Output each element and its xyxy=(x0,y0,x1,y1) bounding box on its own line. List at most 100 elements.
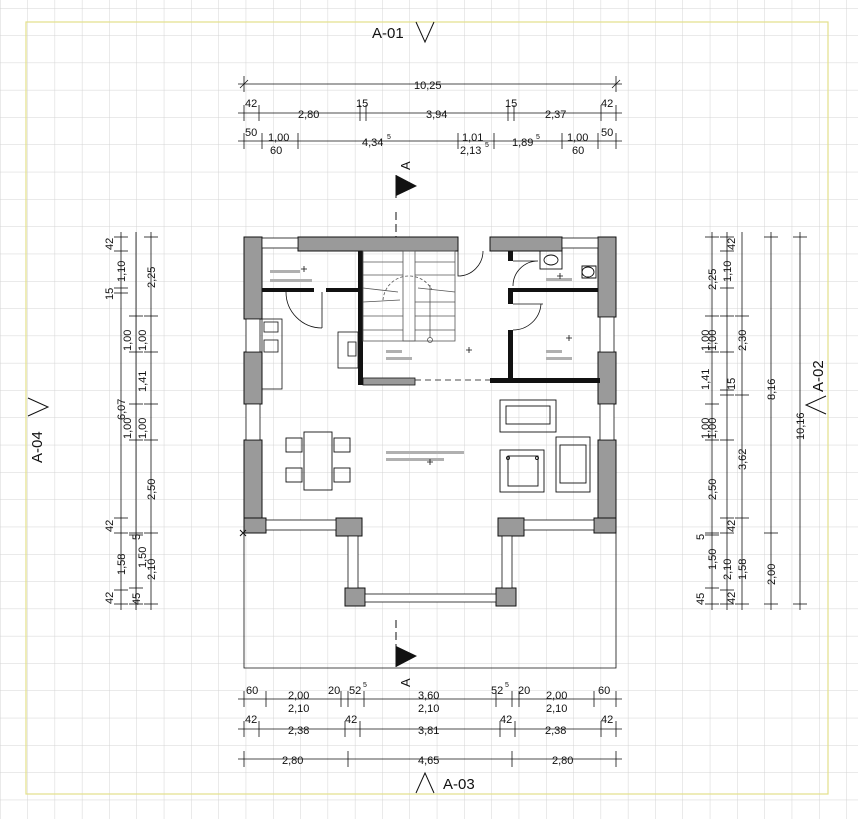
room-labels xyxy=(270,270,572,461)
dimension-bottom[interactable] xyxy=(238,691,622,767)
section-marker-top[interactable]: A-01 xyxy=(372,21,435,44)
dim-bot-r1u-sup-0: 5 xyxy=(363,682,367,689)
dim-top-r3u-3: 1,01 xyxy=(462,132,483,144)
dim-left-c2-4: 1,50 xyxy=(137,547,149,568)
door-entrance[interactable] xyxy=(457,250,484,277)
origin-cross-icon xyxy=(239,529,247,537)
dim-left-c3-2: 1,00 xyxy=(122,418,134,439)
dim-right-c2-2: 1,00 xyxy=(700,330,712,351)
dim-right-c2-0: 42 xyxy=(726,238,738,250)
section-arrow-top-icon xyxy=(415,21,435,44)
dim-bot-r2-2: 42 xyxy=(345,714,357,726)
dim-bot-r1u-5: 52 xyxy=(491,685,503,697)
dining-chair[interactable] xyxy=(285,467,303,483)
room-center-markers xyxy=(301,266,572,465)
cut-marker-bottom-icon xyxy=(396,646,417,667)
dining-chair[interactable] xyxy=(333,437,351,453)
dining-chair[interactable] xyxy=(333,467,351,483)
floor-plan[interactable] xyxy=(239,236,617,669)
dim-left-c1-3: 6,07 xyxy=(116,399,128,420)
dim-right-c2-6: 42 xyxy=(726,520,738,532)
dim-right-c5-0: 10,16 xyxy=(795,412,807,440)
dim-top-r2-5: 2,37 xyxy=(545,109,566,121)
armchair[interactable] xyxy=(499,449,545,493)
dim-top-r3l-sup-0: 5 xyxy=(485,142,489,149)
sofa-set[interactable] xyxy=(499,399,591,493)
dim-left-c1-4: 42 xyxy=(104,520,116,532)
dimension-bottom-labels: 60 2,00 20 52 5 3,60 52 5 20 2,00 60 2,1… xyxy=(245,682,613,767)
dim-left-c3-3: 2,50 xyxy=(146,479,158,500)
dim-bot-r1u-1: 2,00 xyxy=(288,690,309,702)
dim-right-c3-0: 2,30 xyxy=(737,330,749,351)
dim-top-r3l-2: 60 xyxy=(572,145,584,157)
dim-right-c2-4: 15 xyxy=(726,378,738,390)
dimension-left-labels: 42 1,10 15 6,07 42 1,58 42 1,00 1,41 1,0… xyxy=(104,238,158,605)
sofa[interactable] xyxy=(499,399,557,433)
doors[interactable] xyxy=(285,250,543,331)
dimension-top[interactable] xyxy=(238,76,622,149)
dim-right-c1-3: 2,50 xyxy=(707,479,719,500)
door-wc[interactable] xyxy=(512,260,539,287)
dim-bot-r1u-0: 60 xyxy=(246,685,258,697)
dim-right-c2-8: 42 xyxy=(726,592,738,604)
door-kitchen[interactable] xyxy=(285,291,323,329)
dimension-top-labels: 10,25 42 2,80 15 3,94 15 2,37 42 50 1,00… xyxy=(245,80,613,157)
cut-label-bottom: A xyxy=(398,678,413,687)
dimension-right[interactable] xyxy=(705,232,807,610)
dim-bot-r1l-1: 2,10 xyxy=(418,703,439,715)
dim-right-c1-1: 1,00 xyxy=(707,330,719,351)
dim-right-c1-4: 5 xyxy=(695,534,707,540)
staircase[interactable] xyxy=(362,250,456,343)
dim-bot-r2-6: 42 xyxy=(601,714,613,726)
dim-right-c4-0: 8,16 xyxy=(766,379,778,400)
cut-label-top: A xyxy=(398,161,413,170)
dim-right-c4-1: 2,00 xyxy=(766,564,778,585)
section-arrow-bottom-icon xyxy=(415,771,435,794)
dim-left-c3-0: 2,25 xyxy=(146,267,158,288)
section-marker-left[interactable]: A-04 xyxy=(27,397,50,463)
dim-top-r3l-1: 2,13 xyxy=(460,145,481,157)
dim-top-r2-4: 15 xyxy=(505,98,517,110)
dim-top-r3u-5: 1,00 xyxy=(567,132,588,144)
dim-bot-r1u-8: 60 xyxy=(598,685,610,697)
cut-marker-top-icon xyxy=(396,175,417,196)
dim-top-r3u-0: 50 xyxy=(245,127,257,139)
terrace-outline xyxy=(243,533,617,669)
dim-bot-r3-0: 2,80 xyxy=(282,755,303,767)
door-room[interactable] xyxy=(512,303,543,331)
section-arrow-right-icon xyxy=(804,395,827,415)
dim-right-c2-1: 1,10 xyxy=(722,261,734,282)
kitchen-counter[interactable] xyxy=(261,318,283,390)
section-marker-right[interactable]: A-02 xyxy=(804,360,827,415)
dim-bot-r3-1: 4,65 xyxy=(418,755,439,767)
dim-bot-r1l-0: 2,10 xyxy=(288,703,309,715)
wc-fixtures[interactable] xyxy=(539,250,597,279)
dim-bot-r1u-2: 20 xyxy=(328,685,340,697)
exterior-walls[interactable] xyxy=(243,236,617,607)
dim-bot-r2-1: 2,38 xyxy=(288,725,309,737)
dim-right-c2-7: 2,10 xyxy=(722,559,734,580)
dim-top-r3u-4: 1,89 xyxy=(512,137,533,149)
section-marker-bottom[interactable]: A-03 xyxy=(415,771,475,794)
dim-left-c2-3: 5 xyxy=(131,534,143,540)
section-cut-line[interactable]: A A xyxy=(395,161,417,687)
section-label-bottom: A-03 xyxy=(443,776,475,793)
dim-top-r2-0: 42 xyxy=(245,98,257,110)
drawing-frame xyxy=(25,21,829,795)
dim-right-c1-0: 2,25 xyxy=(707,269,719,290)
dim-top-r3l-0: 60 xyxy=(270,145,282,157)
stove[interactable] xyxy=(337,331,359,369)
dimension-left[interactable] xyxy=(114,232,158,610)
sofa-side[interactable] xyxy=(555,436,591,493)
dim-right-c1-2: 1,00 xyxy=(707,418,719,439)
dining-table[interactable] xyxy=(285,431,351,491)
windows[interactable] xyxy=(245,237,615,603)
stair-hatch xyxy=(362,377,416,386)
dim-left-c2-0: 1,00 xyxy=(137,330,149,351)
dim-bot-r1u-4: 3,60 xyxy=(418,690,439,702)
dim-bot-r2-3: 3,81 xyxy=(418,725,439,737)
dim-right-c2-5: 1,00 xyxy=(700,418,712,439)
dim-bot-r1u-3: 52 xyxy=(349,685,361,697)
dining-chair[interactable] xyxy=(285,437,303,453)
